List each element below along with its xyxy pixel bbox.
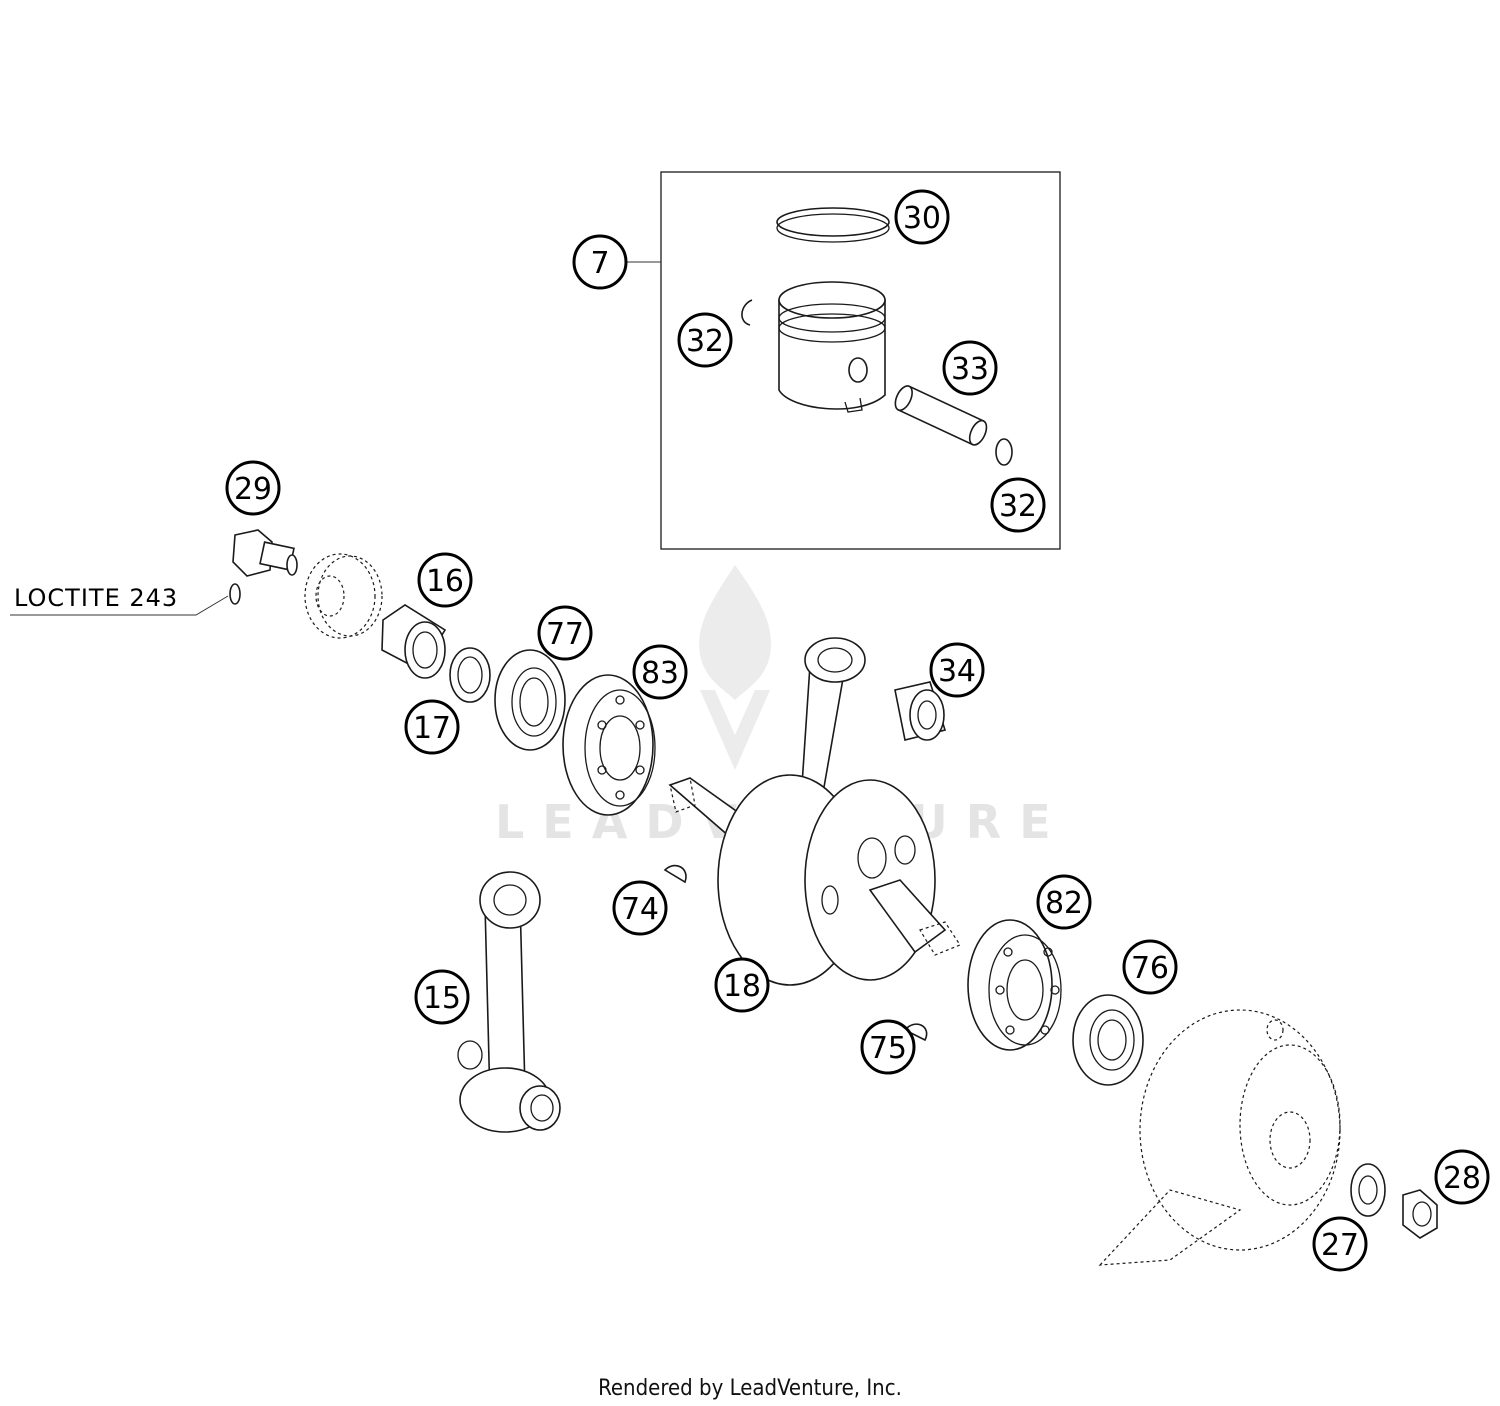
- callout-circle: [1122, 939, 1178, 995]
- callout-76: 76: [1122, 939, 1178, 995]
- callout-82: 82: [1036, 874, 1092, 930]
- callout-circle: [632, 644, 688, 700]
- rotor-flywheel: [1098, 1009, 1341, 1266]
- circlip-upper: [741, 299, 753, 326]
- callout-83: 83: [632, 644, 688, 700]
- callout-circle: [1434, 1149, 1490, 1205]
- callout-circle: [417, 552, 473, 608]
- callout-label: 29: [234, 472, 272, 507]
- callout-32b: 32: [990, 477, 1046, 533]
- callout-label: 75: [869, 1031, 907, 1066]
- crank-bolt: [232, 529, 298, 577]
- callout-7: 7: [572, 234, 628, 290]
- callout-15: 15: [414, 969, 470, 1025]
- callout-label: 83: [641, 656, 679, 691]
- callout-label: 16: [426, 564, 464, 599]
- callout-circle: [225, 460, 281, 516]
- callout-label: 76: [1131, 951, 1169, 986]
- callout-circle: [942, 340, 998, 396]
- callout-label: 28: [1443, 1161, 1481, 1196]
- callout-circle: [1312, 1216, 1368, 1272]
- main-bearing-left: [562, 674, 656, 816]
- callout-27: 27: [1312, 1216, 1368, 1272]
- callout-label: 77: [546, 617, 584, 652]
- callout-circle: [894, 189, 950, 245]
- woodruff-key-left: [663, 864, 687, 884]
- needle-bearing: [894, 681, 947, 741]
- watermark-flame-icon: [699, 565, 771, 770]
- callout-77: 77: [537, 605, 593, 661]
- footer-credit: Rendered by LeadVenture, Inc.: [598, 1376, 902, 1401]
- callout-33: 33: [942, 340, 998, 396]
- callout-label: 7: [590, 246, 609, 281]
- callout-circle: [1036, 874, 1092, 930]
- callout-label: 74: [621, 892, 659, 927]
- callout-label: 34: [938, 654, 976, 689]
- main-bearing-right: [967, 919, 1062, 1051]
- piston-pin: [894, 385, 988, 446]
- loctite-leader: [10, 595, 229, 616]
- callout-label: 32: [999, 489, 1037, 524]
- connecting-rod: [457, 871, 561, 1133]
- loctite-note: LOCTITE 243: [14, 584, 178, 612]
- callout-label: 27: [1321, 1228, 1359, 1263]
- rotor-nut: [1402, 1189, 1438, 1239]
- callout-30: 30: [894, 189, 950, 245]
- woodruff-key-right: [903, 1023, 928, 1042]
- callout-29: 29: [225, 460, 281, 516]
- callout-16: 16: [417, 552, 473, 608]
- piston-ring: [776, 207, 890, 243]
- callout-label: 82: [1045, 886, 1083, 921]
- callout-32a: 32: [677, 312, 733, 368]
- callout-circle: [714, 957, 770, 1013]
- callout-34: 34: [929, 642, 985, 698]
- callout-circle: [929, 642, 985, 698]
- callout-circle: [537, 605, 593, 661]
- piston-kit-box: [660, 171, 1061, 550]
- shaft-seal-right: [1072, 994, 1144, 1086]
- callout-label: 32: [686, 324, 724, 359]
- callout-layer: 7 30 32 33 32 29 16 77 83 34 17 74 82 76 15 18 75 28 27: [225, 189, 1490, 1272]
- rotor-washer: [1350, 1163, 1386, 1217]
- callout-28: 28: [1434, 1149, 1490, 1205]
- callout-label: 17: [413, 711, 451, 746]
- callout-75: 75: [860, 1019, 916, 1075]
- callout-label: 30: [903, 201, 941, 236]
- callout-label: 33: [951, 352, 989, 387]
- callout-circle: [572, 234, 628, 290]
- shim-ring: [449, 647, 491, 703]
- callout-18: 18: [714, 957, 770, 1013]
- callout-74: 74: [612, 880, 668, 936]
- callout-circle: [990, 477, 1046, 533]
- loctite-washer: [229, 583, 241, 605]
- callout-label: 18: [723, 969, 761, 1004]
- primary-gear: [304, 553, 383, 639]
- callout-circle: [414, 969, 470, 1025]
- crankshaft-assembly: [668, 637, 961, 986]
- bushing: [381, 604, 447, 679]
- callout-label: 15: [423, 981, 461, 1016]
- callout-circle: [404, 699, 460, 755]
- callout-circle: [860, 1019, 916, 1075]
- shaft-seal-left: [494, 649, 566, 751]
- callout-circle: [677, 312, 733, 368]
- piston: [778, 281, 886, 413]
- callout-17: 17: [404, 699, 460, 755]
- callout-circle: [612, 880, 668, 936]
- circlip-lower: [995, 438, 1013, 466]
